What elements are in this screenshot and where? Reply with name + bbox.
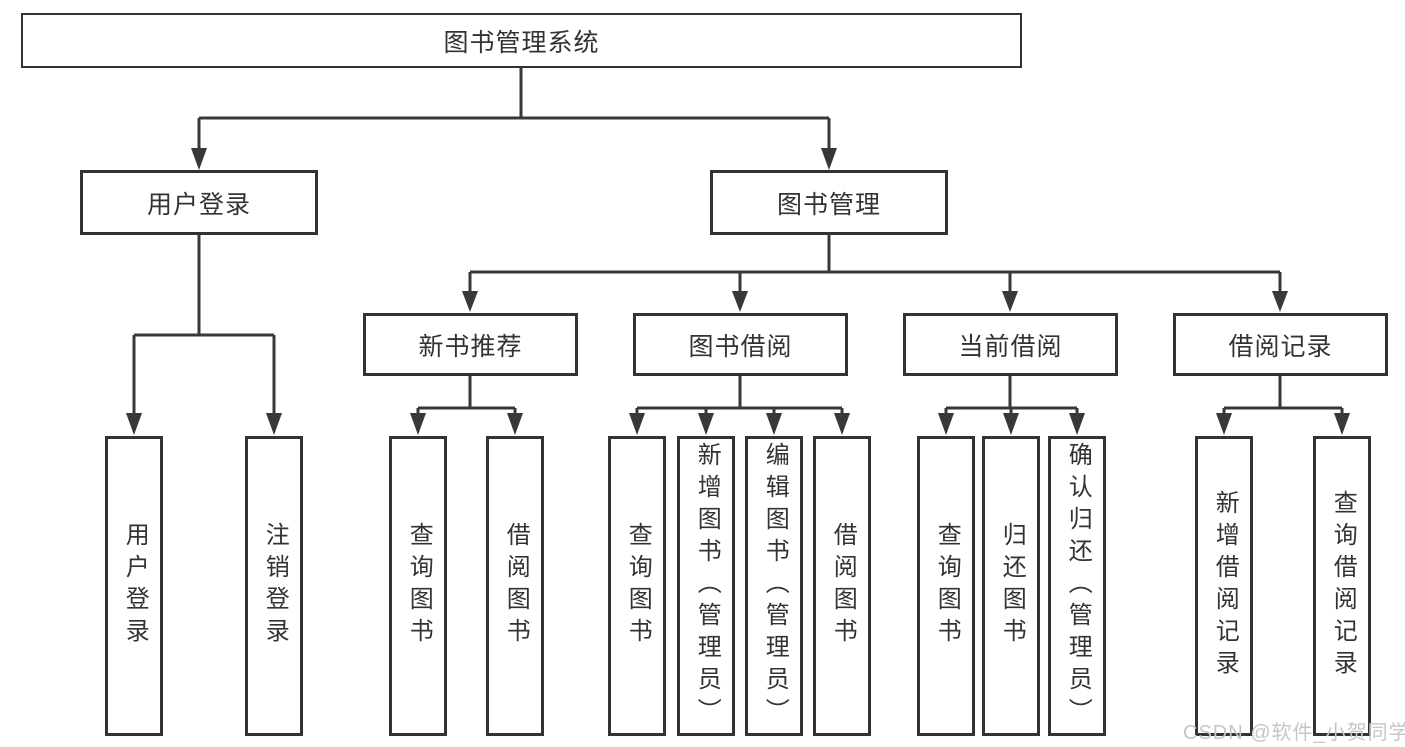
node-book-management: 图书管理 bbox=[710, 170, 948, 235]
node-current-borrow-label: 当前借阅 bbox=[958, 332, 1063, 361]
leaf-query-book-recommend-label: 查询图书 bbox=[405, 522, 433, 650]
leaf-borrow-book-recommend: 借阅图书 bbox=[486, 436, 544, 736]
arrow-down-icon bbox=[1003, 413, 1019, 435]
leaf-borrow-book-recommend-label: 借阅图书 bbox=[502, 522, 530, 650]
node-root: 图书管理系统 bbox=[21, 13, 1022, 68]
leaf-borrow-book-label: 借阅图书 bbox=[829, 522, 857, 650]
edge-user-login-children bbox=[126, 235, 282, 435]
leaf-user-login-label: 用户登录 bbox=[121, 522, 149, 650]
node-root-label: 图书管理系统 bbox=[443, 28, 600, 57]
arrow-down-icon bbox=[191, 148, 207, 170]
arrow-down-icon bbox=[938, 413, 954, 435]
watermark: CSDN @软件_小贺同学 bbox=[1183, 722, 1405, 744]
node-borrow-record-label: 借阅记录 bbox=[1228, 332, 1333, 361]
leaf-query-book-recommend: 查询图书 bbox=[389, 436, 447, 736]
node-new-book-recommend-label: 新书推荐 bbox=[418, 332, 523, 361]
node-book-management-label: 图书管理 bbox=[776, 190, 881, 219]
edge-new-book-children bbox=[410, 376, 523, 435]
arrow-down-icon bbox=[266, 413, 282, 435]
arrow-down-icon bbox=[1002, 291, 1018, 312]
leaf-add-borrow-record-label: 新增借阅记录 bbox=[1211, 490, 1239, 682]
edge-current-borrow-children bbox=[938, 376, 1085, 435]
node-book-borrow: 图书借阅 bbox=[633, 313, 848, 376]
leaf-logout-login-label: 注销登录 bbox=[261, 522, 289, 650]
arrow-down-icon bbox=[410, 413, 426, 435]
node-user-login: 用户登录 bbox=[80, 170, 318, 235]
arrow-down-icon bbox=[126, 413, 142, 435]
arrow-down-icon bbox=[766, 413, 782, 435]
leaf-edit-book-admin: 编辑图书（管理员） bbox=[745, 436, 803, 736]
edge-borrow-record-children bbox=[1216, 376, 1350, 435]
arrow-down-icon bbox=[821, 148, 837, 170]
leaf-confirm-return-admin: 确认归还（管理员） bbox=[1048, 436, 1106, 736]
edge-root-to-level2 bbox=[191, 68, 837, 170]
edge-book-borrow-children bbox=[629, 376, 850, 435]
arrow-down-icon bbox=[1216, 413, 1232, 435]
arrow-down-icon bbox=[1069, 413, 1085, 435]
edge-book-management-children bbox=[462, 235, 1288, 312]
leaf-add-book-admin: 新增图书（管理员） bbox=[677, 436, 735, 736]
leaf-query-borrow-record: 查询借阅记录 bbox=[1313, 436, 1371, 736]
leaf-user-login: 用户登录 bbox=[105, 436, 163, 736]
node-new-book-recommend: 新书推荐 bbox=[363, 313, 578, 376]
arrow-down-icon bbox=[834, 413, 850, 435]
leaf-add-borrow-record: 新增借阅记录 bbox=[1195, 436, 1253, 736]
arrow-down-icon bbox=[698, 413, 714, 435]
leaf-add-book-admin-label: 新增图书（管理员） bbox=[693, 442, 721, 730]
leaf-confirm-return-admin-label: 确认归还（管理员） bbox=[1064, 442, 1092, 730]
arrow-down-icon bbox=[507, 413, 523, 435]
node-borrow-record: 借阅记录 bbox=[1173, 313, 1388, 376]
arrow-down-icon bbox=[462, 291, 478, 312]
arrow-down-icon bbox=[732, 291, 748, 312]
arrow-down-icon bbox=[1272, 291, 1288, 312]
leaf-query-book-borrow: 查询图书 bbox=[608, 436, 666, 736]
leaf-return-book: 归还图书 bbox=[982, 436, 1040, 736]
leaf-logout-login: 注销登录 bbox=[245, 436, 303, 736]
leaf-query-book-current: 查询图书 bbox=[917, 436, 975, 736]
leaf-return-book-label: 归还图书 bbox=[998, 522, 1026, 650]
leaf-query-book-current-label: 查询图书 bbox=[933, 522, 961, 650]
arrow-down-icon bbox=[1334, 413, 1350, 435]
node-book-borrow-label: 图书借阅 bbox=[688, 332, 793, 361]
node-current-borrow: 当前借阅 bbox=[903, 313, 1118, 376]
leaf-query-book-borrow-label: 查询图书 bbox=[624, 522, 652, 650]
arrow-down-icon bbox=[629, 413, 645, 435]
leaf-borrow-book: 借阅图书 bbox=[813, 436, 871, 736]
leaf-query-borrow-record-label: 查询借阅记录 bbox=[1329, 490, 1357, 682]
leaf-edit-book-admin-label: 编辑图书（管理员） bbox=[761, 442, 789, 730]
node-user-login-label: 用户登录 bbox=[146, 190, 251, 219]
